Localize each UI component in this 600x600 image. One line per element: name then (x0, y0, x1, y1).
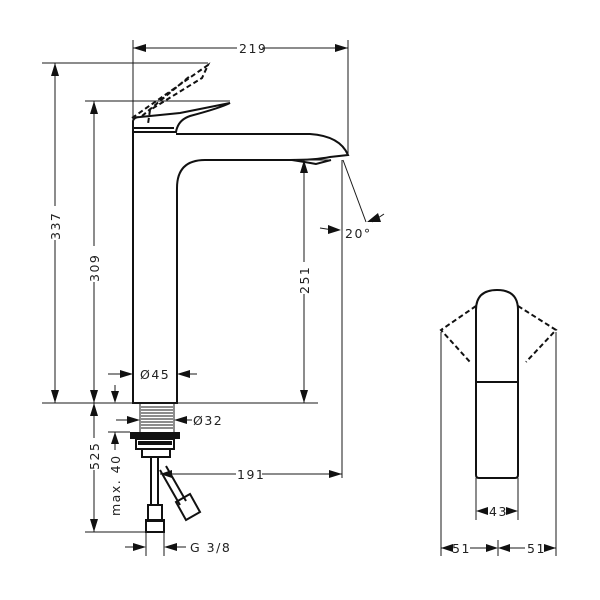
dim-connection: G 3/8 (190, 540, 231, 555)
dim-below-counter: 525 (87, 442, 102, 470)
thread-pattern (139, 404, 175, 432)
dim-swing-left: 51 (452, 541, 471, 556)
dim-height-total: 337 (48, 212, 63, 240)
dim-swing-right: 51 (527, 541, 546, 556)
body-front (475, 382, 519, 479)
handle-raised-outline (131, 62, 211, 119)
dim-height-handle: 309 (87, 254, 102, 282)
dim-max-thickness: max. 40 (108, 454, 123, 516)
hose-straight (150, 457, 159, 505)
side-view: 219 337 309 251 20° Ø45 Ø32 (42, 40, 385, 556)
dim-side-width: 43 (489, 504, 508, 519)
dim-thread-diameter: Ø32 (193, 413, 223, 428)
dim-spout-reach: 191 (237, 467, 265, 482)
dim-spout-height: 251 (297, 266, 312, 294)
dim-spout-angle: 20° (345, 226, 372, 241)
handle-swing-outline (439, 305, 558, 363)
handle-outline (132, 102, 231, 133)
front-view: 43 51 51 (439, 288, 558, 556)
handle-front (475, 288, 519, 383)
body-outline (132, 132, 350, 404)
dim-width-top: 219 (239, 41, 267, 56)
dim-body-diameter: Ø45 (140, 367, 170, 382)
